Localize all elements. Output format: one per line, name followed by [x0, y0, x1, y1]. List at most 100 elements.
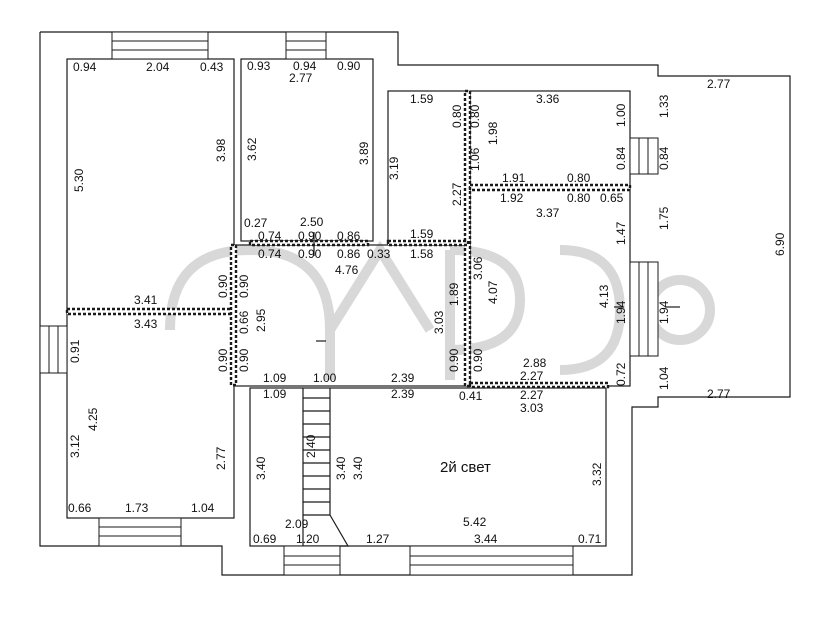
dim: 0.84	[657, 146, 671, 170]
dim: 3.06	[471, 256, 485, 280]
dim: 2.40	[304, 434, 318, 458]
dim: 0.90	[337, 59, 361, 73]
dim: 2.09	[285, 517, 309, 531]
dim: 0.66	[237, 310, 251, 334]
dimension-labels: 0.94 2.04 0.43 5.30 3.98 3.41 0.93 0.94 …	[68, 59, 787, 546]
dim: 6.90	[773, 232, 787, 256]
dim: 0.74	[258, 229, 282, 243]
dim: 0.69	[253, 532, 277, 546]
dim: 3.40	[351, 456, 365, 480]
window-bottom-left	[98, 517, 182, 547]
dim: 4.13	[597, 284, 611, 308]
dim: 0.93	[247, 59, 271, 73]
dim: 0.74	[258, 247, 282, 261]
dim: 2.88	[523, 356, 547, 370]
dim: 1.58	[410, 247, 434, 261]
dim: 3.37	[536, 206, 560, 220]
dim: 2.77	[289, 71, 313, 85]
dim: 1.04	[657, 366, 671, 390]
dim: 3.03	[432, 310, 446, 334]
dim: 1.47	[614, 221, 628, 245]
dim: 1.98	[486, 121, 500, 145]
dim: 0.80	[567, 191, 591, 205]
dim: 1.27	[366, 532, 390, 546]
dim: 0.90	[298, 229, 322, 243]
dim: 3.98	[214, 138, 228, 162]
floor-title: 2й свет	[440, 459, 491, 476]
dim: 1.75	[657, 206, 671, 230]
dim: 2.95	[254, 308, 268, 332]
dim: 4.25	[86, 407, 100, 431]
dim: 1.33	[657, 94, 671, 118]
dim: 3.44	[474, 532, 498, 546]
dim: 0.86	[337, 229, 361, 243]
window-bottom-mid	[283, 545, 341, 576]
dim: 0.27	[244, 216, 268, 230]
partitions	[65, 89, 632, 389]
door-markers	[313, 232, 680, 342]
dim: 0.90	[216, 348, 230, 372]
dim: 2.77	[707, 77, 731, 91]
dim: 1.06	[468, 147, 482, 171]
dim: 0.90	[216, 274, 230, 298]
dim: 3.19	[387, 156, 401, 180]
dim: 0.72	[614, 362, 628, 386]
dim: 1.73	[125, 501, 149, 515]
dim: 2.27	[450, 182, 464, 206]
dim: 0.90	[298, 247, 322, 261]
dim: 2.27	[520, 369, 544, 383]
dim: 0.90	[447, 348, 461, 372]
dim: 2.77	[214, 446, 228, 470]
dim: 3.62	[245, 137, 259, 161]
dim: 0.94	[73, 60, 97, 74]
dim: 2.77	[707, 387, 731, 401]
dim: 0.33	[367, 247, 391, 261]
dim: 3.12	[68, 434, 82, 458]
dim: 1.00	[614, 103, 628, 127]
room-1	[66, 58, 235, 312]
dim: 2.39	[391, 371, 415, 385]
dim: 1.92	[500, 191, 524, 205]
dim: 0.66	[68, 501, 92, 515]
dim: 0.91	[68, 339, 82, 363]
dim: 0.41	[459, 389, 483, 403]
dim: 0.90	[471, 348, 485, 372]
window-bottom-right	[409, 545, 574, 576]
dim: 0.65	[600, 191, 624, 205]
dim: 1.09	[263, 387, 287, 401]
dim: 3.43	[134, 317, 158, 331]
dim: 1.89	[447, 282, 461, 306]
dim: 0.80	[567, 171, 591, 185]
dim: 1.00	[313, 371, 337, 385]
outer-wall	[39, 31, 791, 576]
dim: 2.04	[146, 60, 170, 74]
dim: 4.07	[486, 280, 500, 304]
dim: 3.41	[134, 293, 158, 307]
dim: 2.39	[391, 387, 415, 401]
dim: 4.76	[335, 263, 359, 277]
dim: 3.03	[520, 401, 544, 415]
room-2	[240, 58, 374, 242]
dim: 1.59	[410, 227, 434, 241]
dim: 1.59	[410, 92, 434, 106]
dim: 3.36	[536, 92, 560, 106]
staircase	[302, 388, 350, 547]
window-left	[39, 325, 68, 374]
dim: 1.20	[296, 532, 320, 546]
dim: 1.09	[263, 371, 287, 385]
dim: 3.89	[357, 141, 371, 165]
dim: 1.04	[191, 501, 215, 515]
window-right-lower	[629, 261, 659, 357]
dim: 2.27	[520, 388, 544, 402]
dim: 0.86	[337, 247, 361, 261]
dim: 5.30	[72, 168, 86, 192]
dim: 0.43	[200, 60, 224, 74]
dim: 2.50	[300, 215, 324, 229]
dim: 5.42	[463, 515, 487, 529]
dim: 0.90	[237, 348, 251, 372]
dim: 1.91	[502, 171, 526, 185]
dim: 0.94	[293, 59, 317, 73]
window-top-mid	[285, 31, 327, 60]
dim: 3.40	[254, 456, 268, 480]
